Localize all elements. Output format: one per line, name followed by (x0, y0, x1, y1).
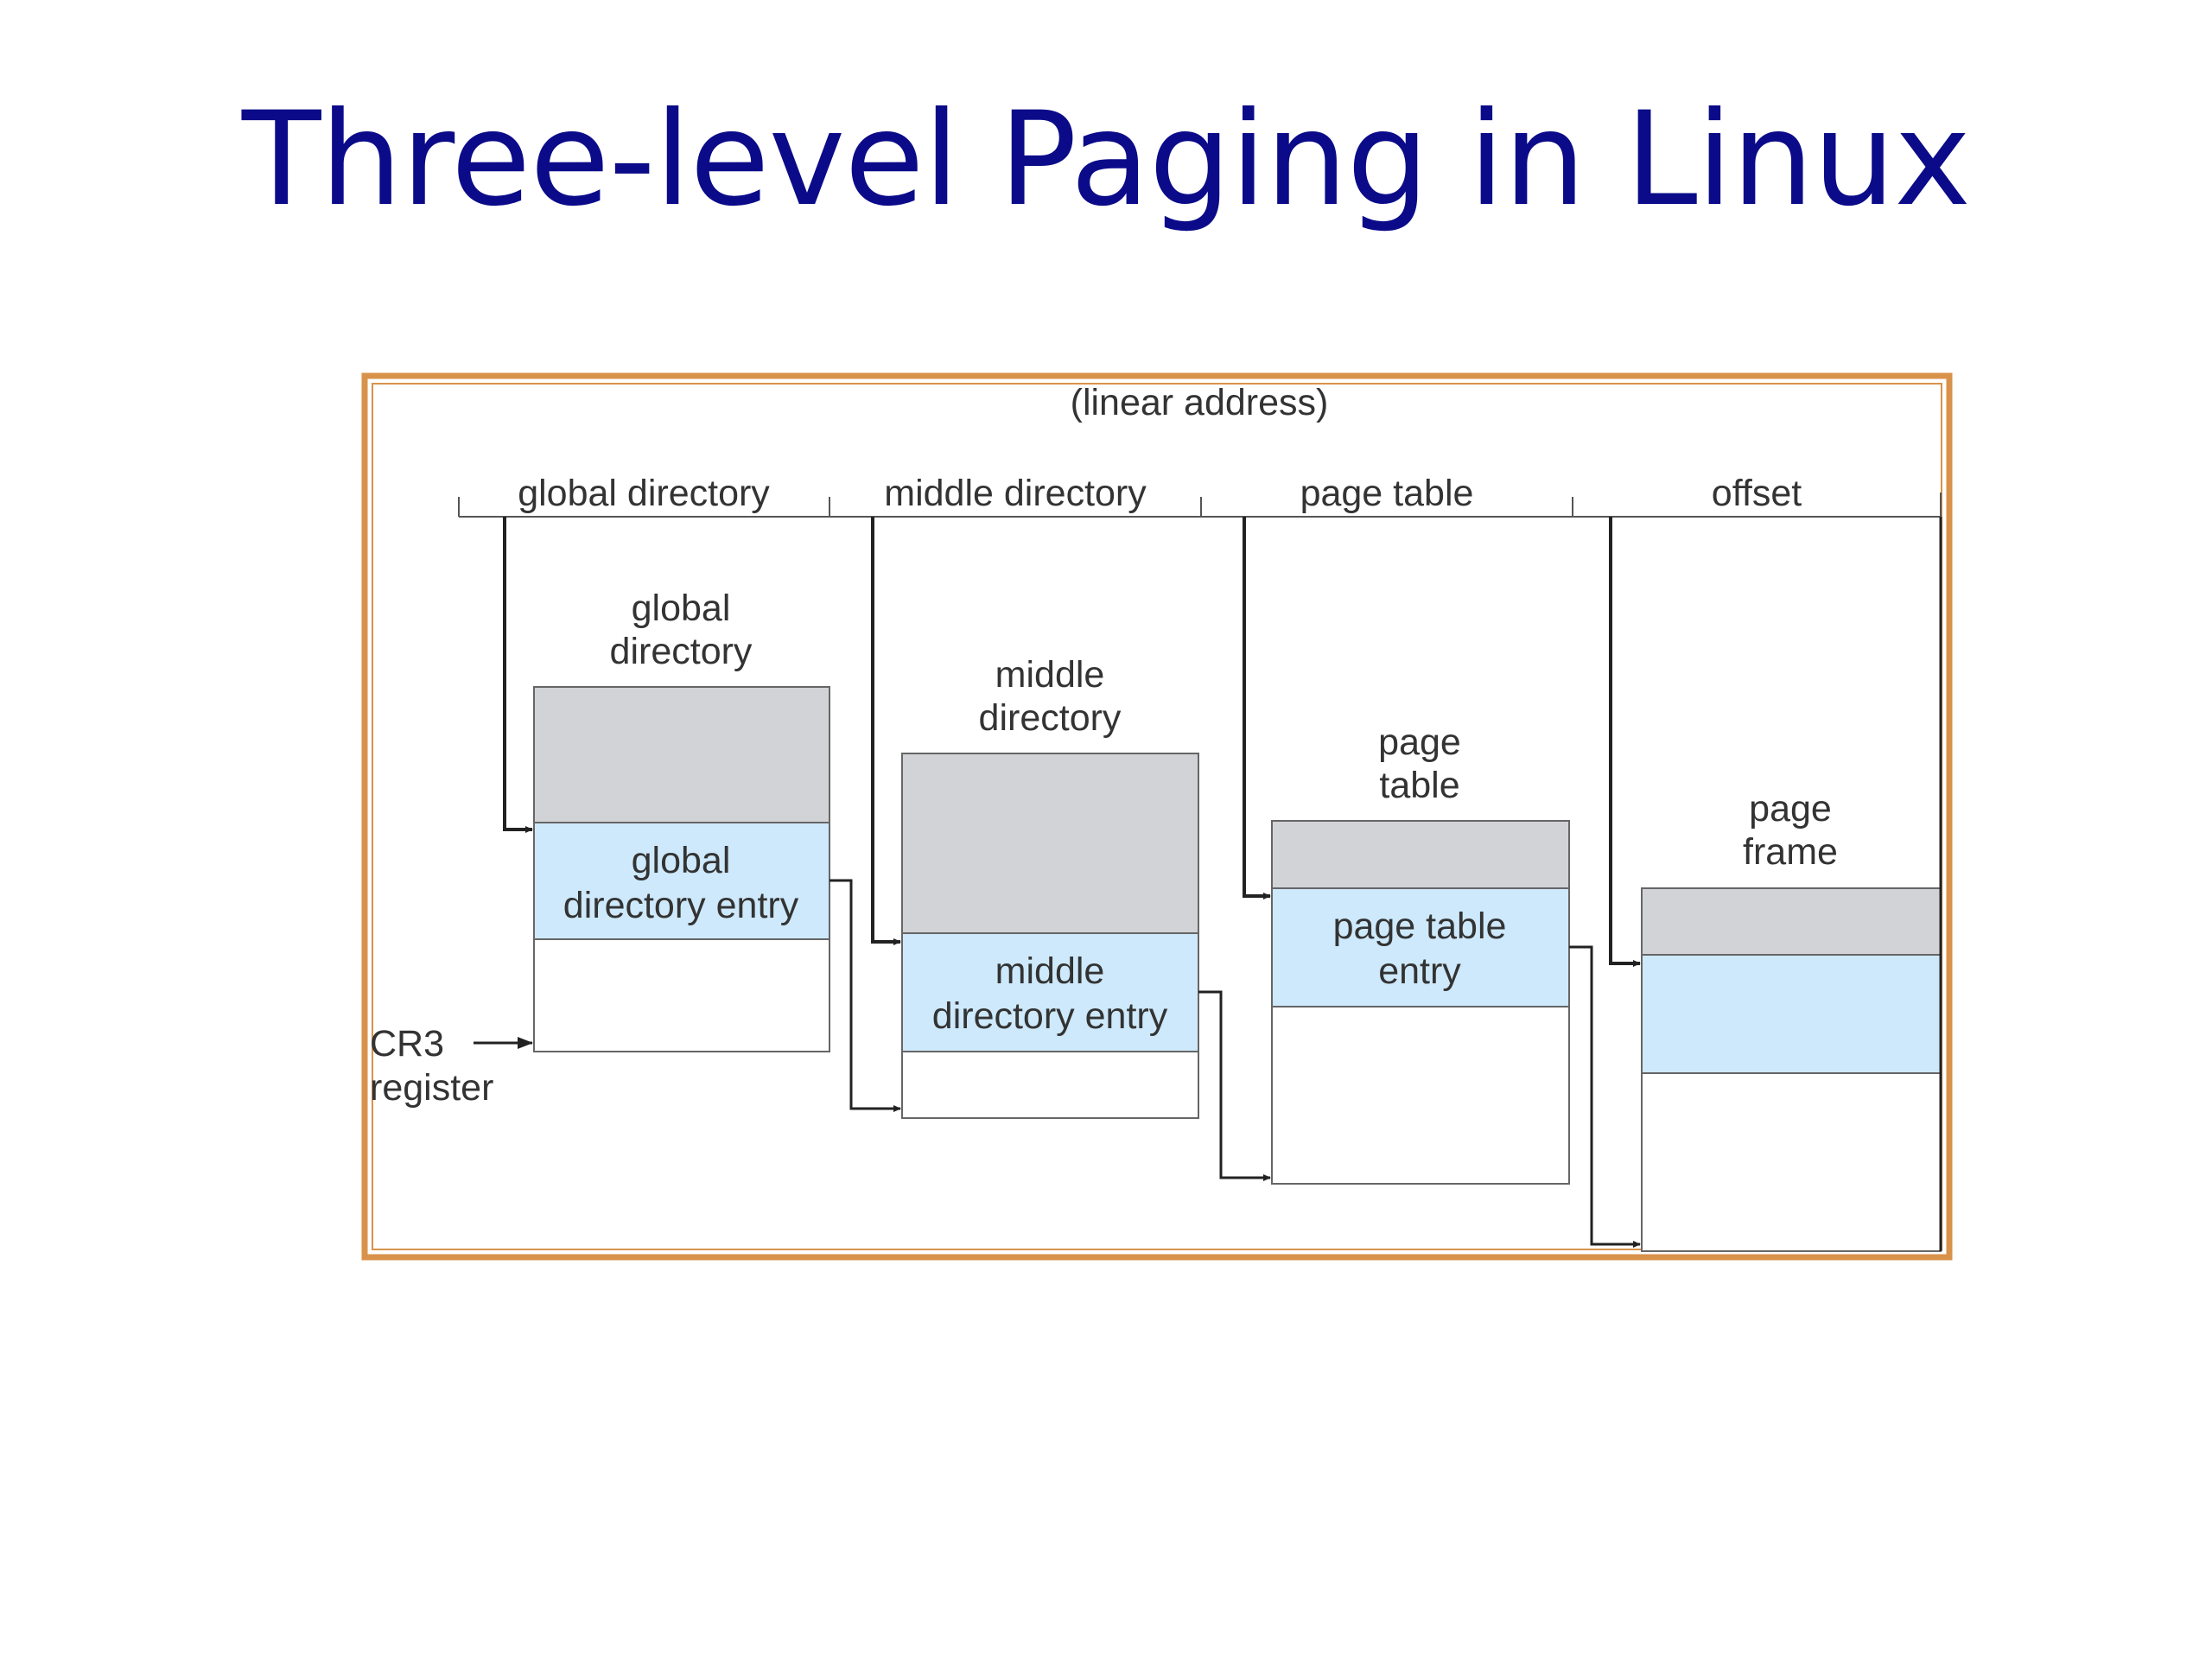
middle-directory-table (901, 753, 1199, 1119)
offset-index-arrow (1609, 517, 1641, 967)
page-table-table (1271, 820, 1570, 1185)
middle-directory-entry-line1: middle (995, 950, 1105, 992)
table-title-page-frame-line1: page (1749, 788, 1832, 830)
global-directory-index-arrow (503, 517, 533, 833)
page-table-entry-line2: entry (1378, 950, 1461, 992)
linear-address-bar (458, 493, 1942, 518)
global-entry-to-middle-arrow (830, 879, 901, 1112)
page-table-entry-line1: page table (1333, 906, 1507, 947)
field-label-global-directory: global directory (518, 473, 770, 514)
global-directory-entry-line1: global (632, 840, 731, 881)
base-pointer-arrows (830, 879, 1641, 1248)
middle-directory-entry-line2: directory entry (932, 995, 1168, 1037)
global-directory-entry-line2: directory entry (563, 885, 799, 926)
slide-title: Three-level Paging in Linux (241, 85, 1971, 235)
global-directory-table (533, 686, 830, 1052)
middle-directory-index-arrow (871, 517, 901, 945)
table-title-global-directory-line2: directory (610, 631, 753, 672)
page-table-index-arrow (1243, 517, 1271, 899)
cr3-register-label-line2: register (370, 1067, 493, 1109)
index-arrows (503, 517, 1641, 967)
field-label-middle-directory: middle directory (884, 473, 1147, 514)
cr3-register-label-line1: CR3 (370, 1023, 444, 1065)
table-title-page-frame-line2: frame (1743, 831, 1838, 873)
table-title-page-table-line1: page (1378, 721, 1461, 763)
page-table-entry-to-frame-arrow (1569, 945, 1641, 1248)
linear-address-label: (linear address) (1071, 382, 1329, 423)
table-title-middle-directory-line2: directory (979, 697, 1122, 739)
table-title-middle-directory-line1: middle (995, 654, 1105, 696)
page-frame-table (1641, 517, 1942, 1252)
table-title-page-table-line2: table (1379, 765, 1459, 806)
middle-entry-to-page-table-arrow (1198, 990, 1271, 1181)
table-title-global-directory-line1: global (632, 588, 731, 629)
field-label-page-table: page table (1300, 473, 1474, 514)
field-label-offset: offset (1712, 473, 1802, 514)
